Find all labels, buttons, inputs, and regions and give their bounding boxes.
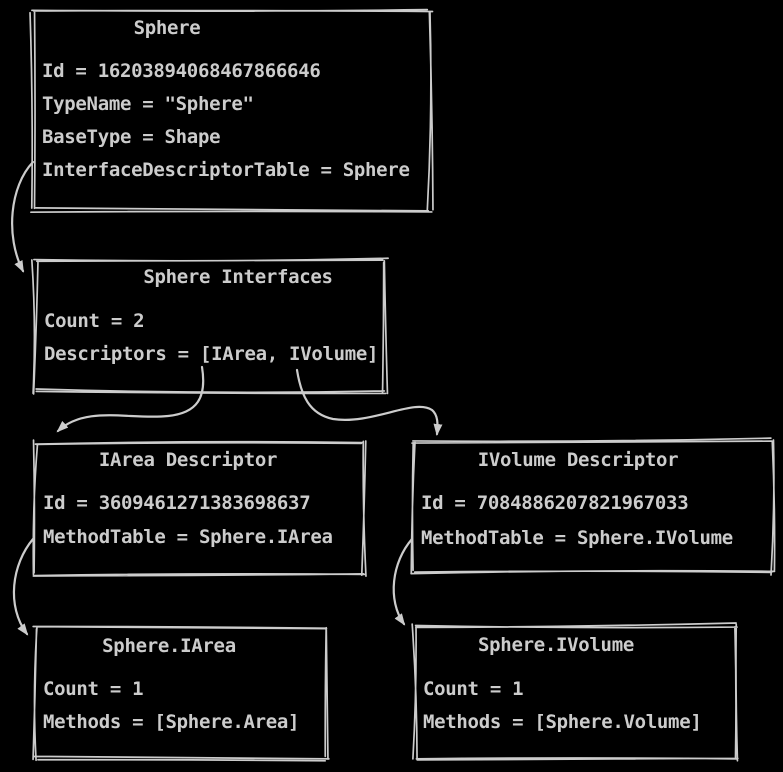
node-field: TypeName = "Sphere": [42, 93, 254, 115]
node-title: IVolume Descriptor: [477, 449, 679, 471]
node-border-sphere-ivolume: [411, 622, 739, 762]
node-border-ivolume-descriptor: [410, 437, 776, 576]
node-title: Sphere: [133, 17, 201, 39]
edge-iarea-descriptor-to-sphere-iarea: [12, 537, 35, 636]
node-sphere-iarea: Sphere.IArea Count = 1 Methods = [Sphere…: [35, 628, 327, 759]
node-border-sphere-iarea: [32, 625, 330, 762]
node-field: Id = 16203894068467866646: [42, 60, 321, 82]
node-border-sphere: [29, 8, 434, 214]
node-field: Descriptors = [IArea, IVolume]: [44, 343, 379, 365]
node-field: MethodTable = Sphere.IArea: [43, 526, 333, 548]
edge-sphere-interfaces-to-ivolume-descriptor: [295, 368, 443, 436]
edge-ivolume-descriptor-to-sphere-ivolume: [392, 537, 414, 626]
node-ivolume-descriptor: IVolume Descriptor Id = 7084886207821967…: [413, 441, 773, 572]
node-sphere: Sphere Id = 16203894068467866646 TypeNam…: [33, 11, 430, 210]
edge-sphere-interfaces-to-iarea-descriptor: [56, 365, 205, 433]
node-border-iarea-descriptor: [32, 439, 367, 577]
node-title: Sphere.IVolume: [478, 634, 634, 656]
node-field: MethodTable = Sphere.IVolume: [421, 527, 733, 549]
node-field: Count = 1: [423, 678, 524, 700]
node-title: IArea Descriptor: [98, 449, 278, 471]
node-field: InterfaceDescriptorTable = Sphere: [42, 159, 410, 181]
node-field: Count = 1: [43, 678, 144, 700]
node-iarea-descriptor: IArea Descriptor Id = 360946127138369863…: [35, 443, 364, 573]
node-field: Id = 3609461271383698637: [43, 492, 311, 514]
node-sphere-ivolume: Sphere.IVolume Count = 1 Methods = [Sphe…: [415, 626, 737, 759]
node-field: BaseType = Shape: [42, 126, 221, 148]
node-title: Sphere.IArea: [102, 635, 236, 657]
node-title: Sphere Interfaces: [143, 266, 333, 288]
node-sphere-interfaces: Sphere Interfaces Count = 2 Descriptors …: [35, 261, 385, 392]
node-field: Id = 7084886207821967033: [421, 492, 689, 514]
edge-sphere-to-sphere-interfaces: [11, 160, 35, 273]
node-field: Methods = [Sphere.Area]: [43, 711, 300, 733]
node-field: Count = 2: [44, 310, 145, 332]
node-field: Methods = [Sphere.Volume]: [423, 711, 702, 733]
node-border-sphere-interfaces: [30, 257, 389, 395]
